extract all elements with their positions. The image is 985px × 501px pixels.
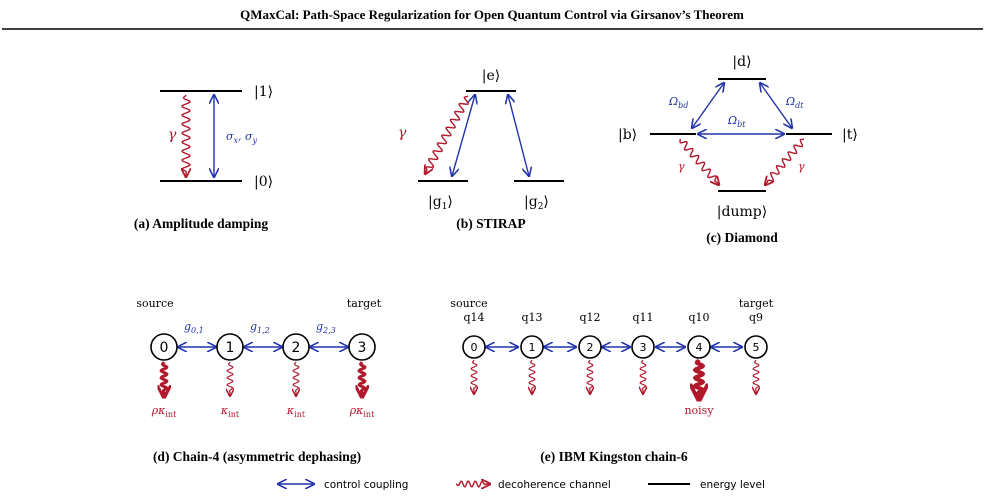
decay-arrow-gamma-b [425, 95, 469, 174]
decay-label-left: γ [678, 160, 685, 173]
coupling-arrow-bd [692, 83, 724, 128]
coupling-label-01: g0,1 [184, 320, 204, 335]
node-label: 1 [529, 341, 536, 354]
level-label-g1: |g1⟩ [428, 194, 453, 212]
qubit-label-q11: q11 [632, 311, 653, 324]
decay-arrow-gamma [182, 94, 190, 177]
figure-title: QMaxCal: Path-Space Regularization for O… [240, 7, 744, 22]
level-label-1: |1⟩ [254, 84, 273, 100]
coupling-arrow-dt [760, 83, 792, 128]
coupling-label-bd: Ωbd [668, 95, 688, 110]
chain-6-node-5: 5 [744, 335, 768, 359]
level-label-b: |b⟩ [618, 127, 637, 143]
level-label-d: |d⟩ [732, 54, 751, 70]
rate-label-3: ρκint [349, 404, 375, 419]
level-label-e: |e⟩ [482, 68, 500, 84]
dephasing-arrow-e2 [587, 359, 593, 394]
chain-6-node-3: 3 [631, 335, 655, 359]
rate-label-1: κint [220, 404, 240, 419]
chain-4-node-3: 3 [348, 333, 376, 361]
dephasing-arrow-e4-noisy [695, 358, 703, 398]
chain-6-node-1: 1 [520, 335, 544, 359]
qubit-label-q9: q9 [749, 311, 763, 324]
node-label: 2 [292, 340, 301, 356]
rate-label-2: κint [286, 404, 306, 419]
legend-decoherence-label: decoherence channel [498, 479, 611, 491]
level-label-dump: |dump⟩ [717, 204, 767, 220]
panel-diamond: |d⟩ |b⟩ |t⟩ |dump⟩ Ωbd Ωdt Ωbt γ γ (c) D… [618, 54, 858, 245]
caption-e: (e) IBM Kingston chain-6 [540, 449, 688, 464]
dephasing-arrow-0 [161, 361, 167, 396]
control-label-sigma: σx, σy [226, 130, 258, 145]
node-label: 5 [753, 341, 760, 354]
dephasing-arrow-1 [227, 361, 233, 396]
level-label-g2: |g2⟩ [524, 194, 549, 212]
legend: control coupling decoherence channel ene… [278, 479, 765, 491]
legend-control-label: control coupling [324, 479, 408, 491]
chain-6-node-4: 4 [687, 335, 711, 359]
decay-label-right: γ [798, 160, 805, 173]
node-label: 3 [358, 340, 367, 356]
node-label: 3 [640, 341, 647, 354]
coupling-label-dt: Ωdt [785, 95, 804, 110]
dephasing-arrow-3 [359, 361, 365, 396]
dephasing-arrow-e3 [640, 359, 646, 394]
node-label: 0 [160, 340, 169, 356]
source-label-d: source [136, 297, 173, 310]
target-label-d: target [347, 297, 382, 310]
qubit-label-q14: q14 [463, 311, 484, 324]
panel-ibm-kingston-chain-6: source target q14 q13 q12 q11 q10 q9 0 1… [450, 297, 773, 464]
node-label: 2 [587, 341, 594, 354]
qubit-label-q13: q13 [521, 311, 542, 324]
chain-6-node-2: 2 [578, 335, 602, 359]
chain-6-node-0: 0 [462, 335, 486, 359]
coupling-label-bt: Ωbt [727, 114, 746, 129]
caption-d: (d) Chain-4 (asymmetric dephasing) [153, 449, 361, 464]
pump-coupling-arrow [452, 95, 475, 176]
panel-chain-4: source target g0,1 g1,2 g2,3 0 1 2 3 [136, 297, 381, 464]
source-label-e: source [450, 297, 487, 310]
chain-4-node-1: 1 [216, 333, 244, 361]
target-label-e: target [739, 297, 774, 310]
panel-stirap: |e⟩ |g1⟩ |g2⟩ γ (b) STIRAP [398, 68, 564, 231]
decay-label-gamma-b: γ [398, 125, 407, 141]
level-label-0: |0⟩ [254, 174, 273, 190]
stokes-coupling-arrow [508, 95, 529, 176]
chain-4-node-2: 2 [282, 333, 310, 361]
qubit-label-q10: q10 [688, 311, 709, 324]
panel-amplitude-damping: |1⟩ |0⟩ γ σx, σy (a) Amplitude damping [134, 84, 273, 231]
level-label-t: |t⟩ [842, 127, 858, 143]
legend-level-label: energy level [700, 479, 765, 491]
dephasing-arrow-e5 [753, 359, 759, 394]
rate-label-0: ρκint [151, 404, 177, 419]
caption-c: (c) Diamond [706, 230, 778, 245]
node-label: 1 [226, 340, 235, 356]
coupling-label-12: g1,2 [250, 320, 270, 335]
node-label: 4 [696, 341, 703, 354]
decay-arrow-t-dump [765, 138, 805, 185]
caption-b: (b) STIRAP [456, 216, 525, 231]
dephasing-arrow-e0 [471, 359, 477, 394]
decay-arrow-b-dump [679, 138, 719, 185]
coupling-label-23: g2,3 [316, 320, 336, 335]
qubit-label-q12: q12 [579, 311, 600, 324]
dephasing-arrow-2 [293, 361, 299, 396]
decay-label-gamma: γ [168, 127, 177, 143]
node-label: 0 [471, 341, 478, 354]
legend-decoherence-swatch [455, 481, 490, 487]
noisy-label: noisy [684, 404, 714, 417]
dephasing-arrow-e1 [529, 359, 535, 394]
caption-a: (a) Amplitude damping [134, 216, 269, 231]
chain-4-node-0: 0 [150, 333, 178, 361]
